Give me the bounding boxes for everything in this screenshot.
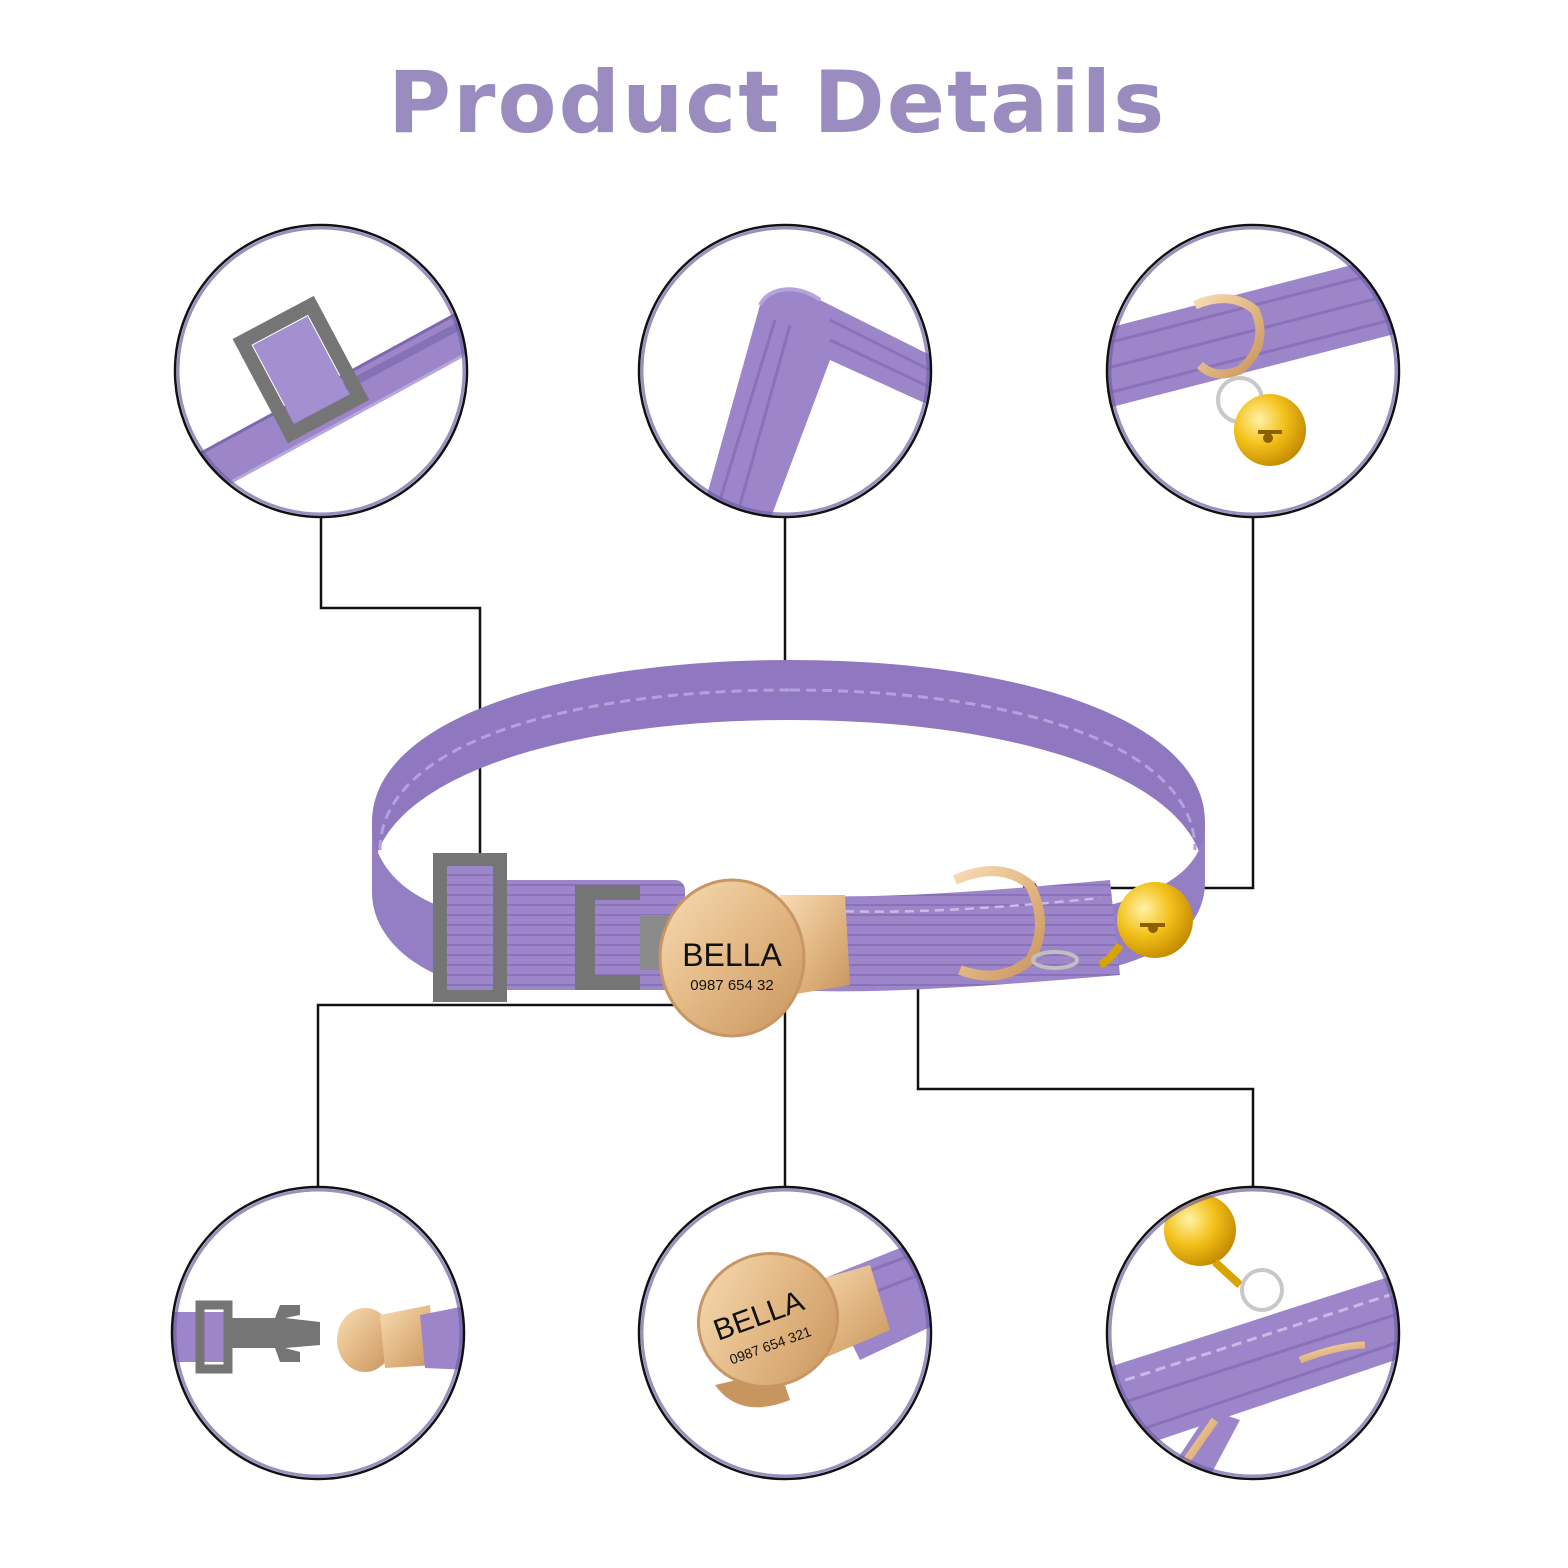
callout-d-ring-bell (1105, 223, 1401, 519)
callout-engraved-tag (637, 1185, 933, 1481)
page-title: Product Details (388, 53, 1167, 153)
callout-adjuster-slider (173, 223, 469, 519)
callout-elastic-band (637, 223, 933, 519)
callout-breakaway-buckle (170, 1185, 466, 1481)
connector-lines (316, 517, 1255, 1187)
callout-stitching (1105, 1185, 1401, 1481)
tag-phone: 0987 654 32 (690, 977, 773, 994)
main-collar (372, 660, 1205, 1038)
tag-name: BELLA (682, 937, 782, 973)
